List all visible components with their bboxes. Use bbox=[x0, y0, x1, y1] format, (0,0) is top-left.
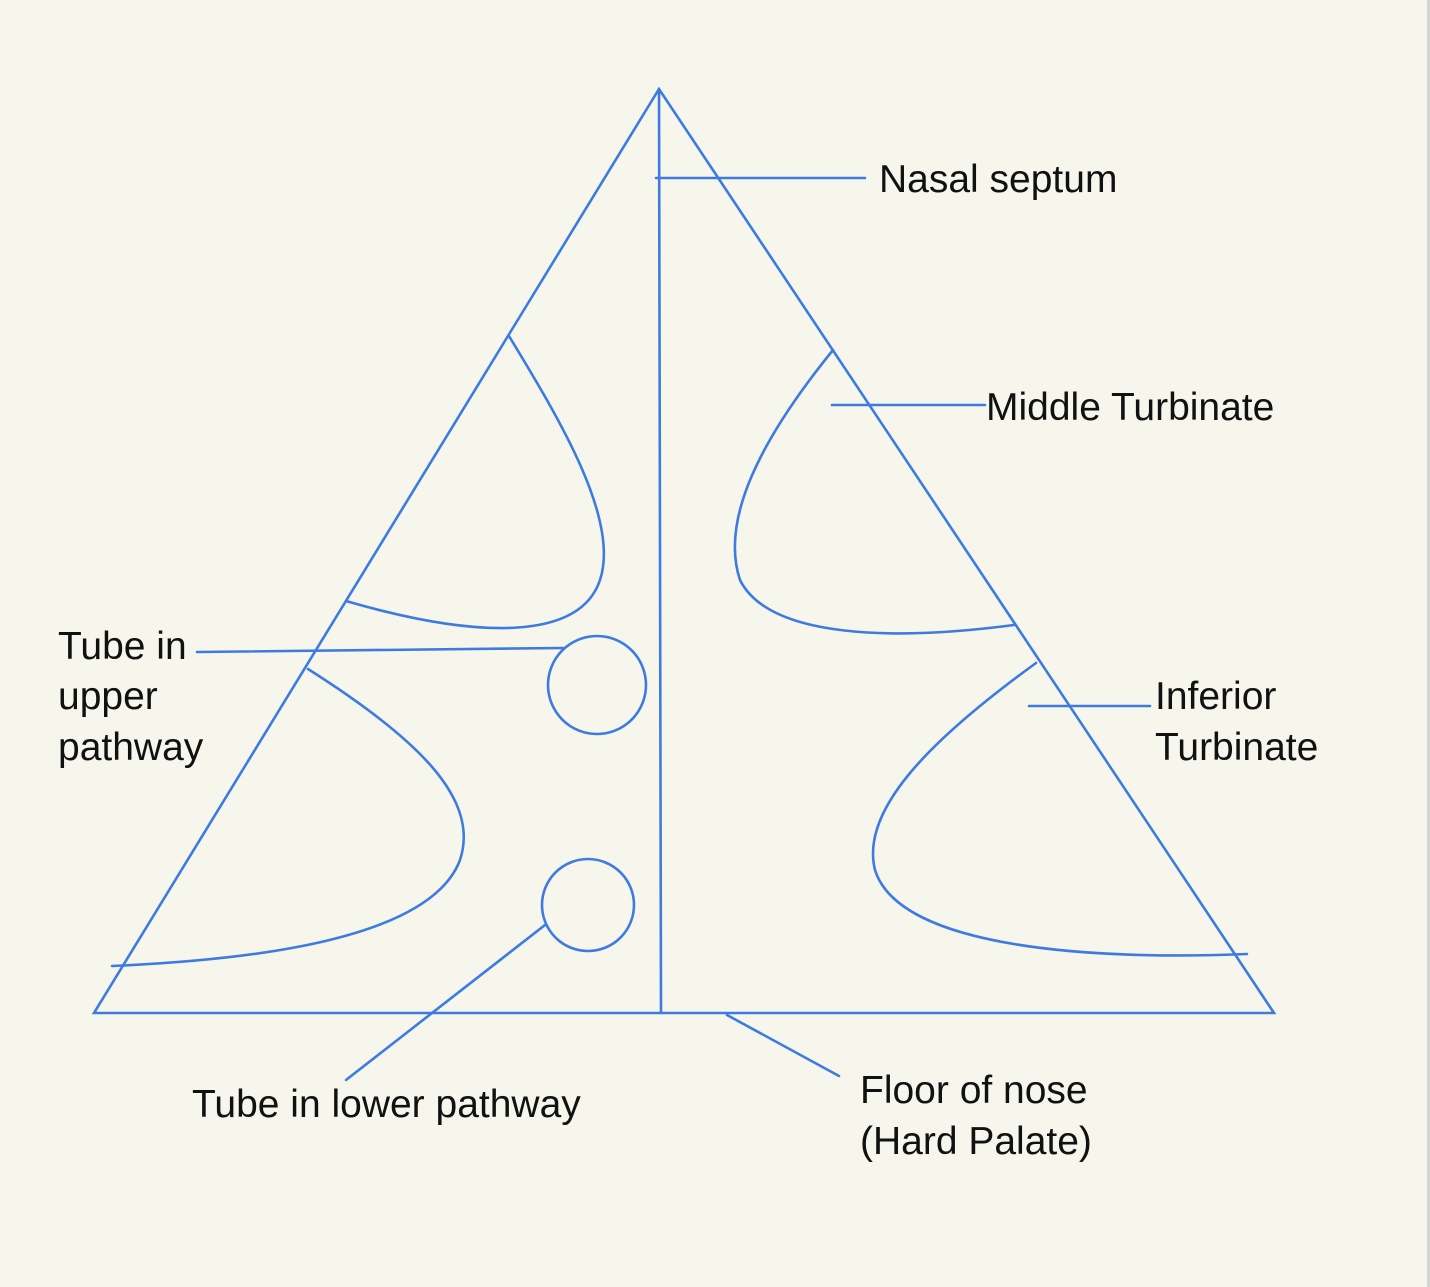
label-tube-upper-3: pathway bbox=[58, 726, 204, 769]
nasal-septum-line bbox=[657, 87, 663, 1015]
label-middle-turbinate: Middle Turbinate bbox=[986, 386, 1274, 429]
window-edge bbox=[1427, 0, 1430, 1287]
upper-tube-circle bbox=[546, 634, 648, 736]
lower-left-turbinate bbox=[110, 667, 466, 968]
label-floor-of-nose-1: Floor of nose bbox=[860, 1069, 1088, 1112]
label-inferior-turbinate-2: Turbinate bbox=[1155, 726, 1318, 769]
nasal-cavity-triangle bbox=[91, 86, 1277, 1015]
label-nasal-septum: Nasal septum bbox=[879, 158, 1117, 201]
label-tube-upper-1: Tube in bbox=[58, 625, 187, 668]
inferior-right-turbinate bbox=[871, 661, 1249, 957]
label-tube-lower: Tube in lower pathway bbox=[192, 1083, 581, 1126]
upper-left-turbinate bbox=[344, 334, 606, 630]
middle-right-turbinate bbox=[733, 348, 1016, 635]
lower-tube-leader bbox=[344, 923, 547, 1082]
upper-tube-leader bbox=[195, 646, 565, 654]
label-inferior-turbinate-1: Inferior bbox=[1155, 675, 1276, 718]
label-tube-upper-2: upper bbox=[58, 675, 158, 718]
floor-leader bbox=[725, 1013, 841, 1078]
label-floor-of-nose-2: (Hard Palate) bbox=[860, 1120, 1092, 1163]
lower-tube-circle bbox=[540, 857, 636, 953]
